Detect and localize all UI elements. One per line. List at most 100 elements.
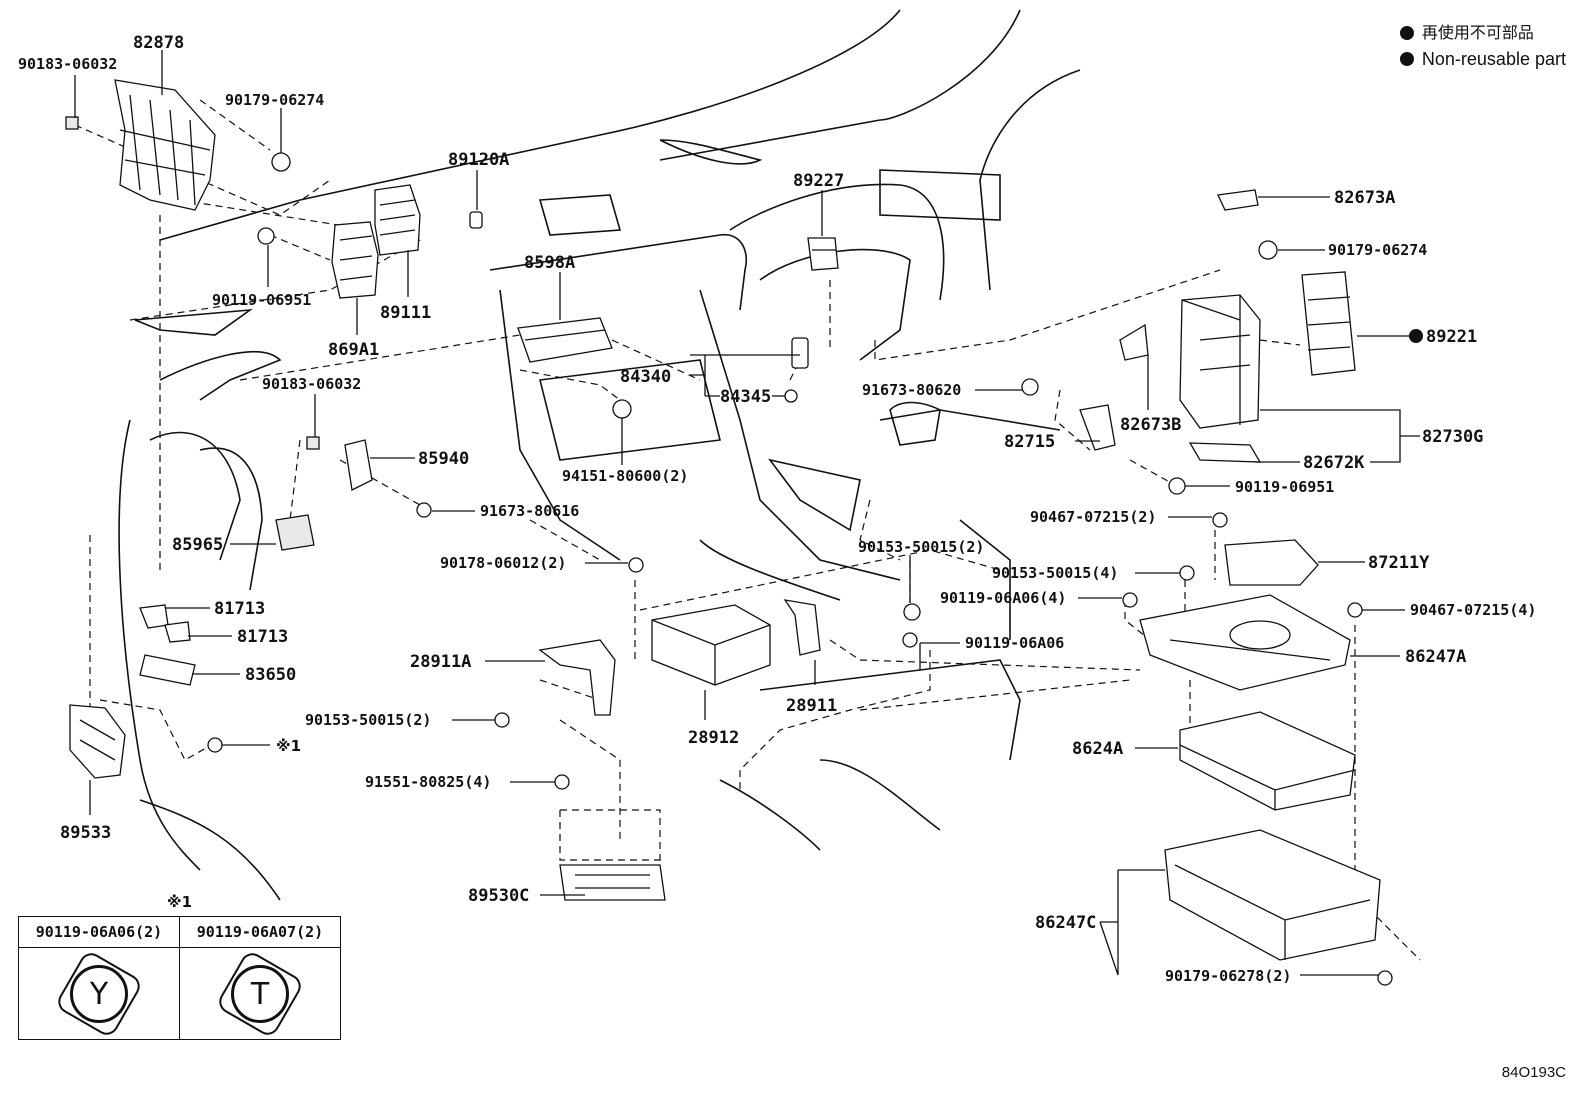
- label-90183-06032-top: 90183-06032: [18, 55, 117, 73]
- label-8598A: 8598A: [524, 253, 575, 273]
- label-90467-07215-top: 90467-07215(2): [1030, 508, 1156, 526]
- label-90179-06274-right: 90179-06274: [1328, 241, 1427, 259]
- label-84345: 84345: [720, 387, 771, 407]
- part-28911A-bracket: [538, 639, 616, 716]
- label-note-ref: ※1: [276, 737, 301, 755]
- legend: 再使用不可部品 Non-reusable part: [1399, 20, 1566, 72]
- part-note-bolt: [207, 737, 223, 753]
- label-90119-06A06: 90119-06A06: [965, 634, 1064, 652]
- label-90119-06951-right: 90119-06951: [1235, 478, 1334, 496]
- label-90153-50015-right: 90153-50015(4): [992, 564, 1118, 582]
- part-83650-cylinder: [139, 654, 196, 686]
- label-90183-06032-mid: 90183-06032: [262, 375, 361, 393]
- label-91551-80825: 91551-80825(4): [365, 773, 491, 791]
- note-symbol-cell-2: T: [179, 948, 340, 1040]
- part-90467-clip-right: [1347, 602, 1363, 618]
- part-91673-bolt-right: [1021, 378, 1039, 396]
- bolt-mark-t: T: [250, 976, 270, 1012]
- part-28912-module: [651, 604, 771, 686]
- label-91673-80616: 91673-80616: [480, 502, 579, 520]
- part-89533-module: [69, 704, 126, 779]
- part-90153-bolt-left: [494, 712, 510, 728]
- bolt-head-t-icon: T: [231, 965, 289, 1023]
- legend-row-japanese: 再使用不可部品: [1399, 20, 1566, 46]
- note-table-header: 90119-06A06(2) 90119-06A07(2): [19, 917, 340, 948]
- part-91551-bolt: [554, 774, 570, 790]
- part-85965-buzzer: [275, 514, 315, 551]
- part-84340-clip: [784, 389, 798, 403]
- part-89221-module: [1301, 271, 1356, 376]
- non-reusable-dot: [1409, 329, 1423, 343]
- figure-code: 84O193C: [1501, 1064, 1566, 1081]
- bullet-icon: [1399, 26, 1414, 40]
- label-90119-06A06-4: 90119-06A06(4): [940, 589, 1066, 607]
- part-89530C-bracket: [559, 864, 666, 901]
- label-90467-07215-right: 90467-07215(4): [1410, 601, 1536, 619]
- part-89120A-sensor: [469, 211, 483, 229]
- part-82673A-bracket: [1217, 189, 1259, 211]
- assembly-lines: [74, 99, 1421, 961]
- label-28911: 28911: [786, 696, 837, 716]
- note-mark: ※1: [167, 893, 193, 911]
- part-90153-bolt-center: [903, 603, 921, 621]
- part-labels: 82878 90183-06032 90179-06274 89120A 892…: [18, 33, 1536, 985]
- part-90119-screw: [257, 227, 275, 245]
- label-90179-06278: 90179-06278(2): [1165, 967, 1291, 985]
- label-84340: 84340: [620, 367, 671, 387]
- part-82672K-cover: [1188, 442, 1262, 463]
- part-89227-sensor: [807, 237, 839, 271]
- part-8598A-module: [517, 317, 613, 363]
- part-90467-clip-top: [1212, 512, 1228, 528]
- dashboard-outline: [118, 9, 1081, 901]
- legend-row-english: Non-reusable part: [1399, 46, 1566, 72]
- note-col-1: 90119-06A06(2): [35, 923, 163, 941]
- label-91673-80620: 91673-80620: [862, 381, 961, 399]
- label-87211Y: 87211Y: [1368, 553, 1430, 573]
- label-82673B: 82673B: [1120, 415, 1181, 435]
- part-82673B-bracket: [1119, 323, 1149, 361]
- label-82730G: 82730G: [1422, 427, 1483, 447]
- label-90119-06951-left: 90119-06951: [212, 291, 311, 309]
- label-81713-lower: 81713: [237, 627, 288, 647]
- part-90183-clip-top: [65, 116, 79, 130]
- part-89111-module: [374, 184, 421, 256]
- legend-japanese: 再使用不可部品: [1421, 23, 1534, 42]
- label-83650: 83650: [245, 665, 296, 685]
- label-90153-50015-left: 90153-50015(2): [305, 711, 431, 729]
- bullet-icon: [1399, 52, 1414, 66]
- label-90179-06274-left: 90179-06274: [225, 91, 324, 109]
- part-90178-nut: [628, 557, 644, 573]
- part-82730G-junction-block: [1179, 294, 1261, 429]
- part-81713-clips: [139, 604, 191, 643]
- part-90119-bolt-center: [902, 632, 918, 648]
- part-86247A-bracket: [1139, 594, 1351, 691]
- label-94151-80600: 94151-80600(2): [562, 467, 688, 485]
- part-8624A-module: [1179, 711, 1356, 811]
- part-82715-bracket: [1079, 404, 1116, 451]
- label-89227: 89227: [793, 171, 844, 191]
- part-86247C-tray: [1164, 829, 1381, 961]
- label-89530C: 89530C: [468, 886, 529, 906]
- label-28911A: 28911A: [410, 652, 471, 672]
- part-87211Y-cover: [1224, 539, 1319, 586]
- part-90153-bolt-right: [1179, 565, 1195, 581]
- label-81713-upper: 81713: [214, 599, 265, 619]
- bolt-head-y-icon: Y: [70, 965, 128, 1023]
- part-84345-switch: [791, 337, 809, 369]
- part-869A1-module: [331, 221, 379, 299]
- part-90179-nut-bottom: [1377, 970, 1393, 986]
- note-table: 90119-06A06(2) 90119-06A07(2) Y T: [18, 916, 341, 1040]
- part-90119-bolt-right: [1122, 592, 1138, 608]
- label-90153-50015-center: 90153-50015(2): [858, 538, 984, 556]
- label-86247C: 86247C: [1035, 913, 1096, 933]
- label-28912: 28912: [688, 728, 739, 748]
- label-86247A: 86247A: [1405, 647, 1466, 667]
- part-94151-nut: [612, 399, 632, 419]
- part-90183-clip-mid: [306, 436, 320, 450]
- part-82878-bracket: [114, 79, 216, 211]
- label-8624A: 8624A: [1072, 739, 1123, 759]
- label-82673A: 82673A: [1334, 188, 1395, 208]
- part-28911-bracket: [783, 599, 821, 656]
- label-89111: 89111: [380, 303, 431, 323]
